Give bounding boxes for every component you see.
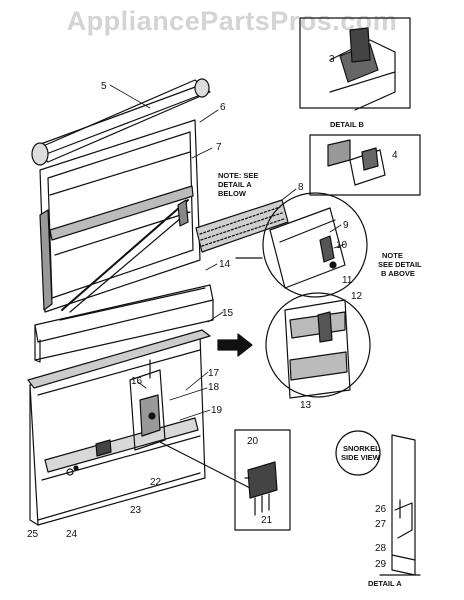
label-17: 17 [208, 368, 220, 379]
rail-assembly [35, 285, 213, 362]
label-16: 16 [131, 376, 143, 387]
label-15: 15 [222, 308, 234, 319]
leader-lines [110, 85, 345, 420]
label-25: 25 [27, 529, 39, 540]
label-28: 28 [375, 543, 387, 554]
label-29: 29 [375, 559, 387, 570]
part-labels: 5 6 7 8 3 4 9 10 11 12 13 14 15 16 17 18… [27, 54, 422, 588]
label-9: 9 [343, 220, 349, 231]
direction-arrow [218, 334, 252, 356]
detail-9-11-circle [236, 193, 367, 297]
label-3: 3 [329, 54, 335, 65]
snorkel-line1: SNORKEL [343, 444, 380, 453]
detail-b-box [300, 18, 410, 110]
label-11: 11 [342, 275, 353, 286]
snorkel-line2: SIDE VIEW [341, 453, 381, 462]
note-see-detail-b-line3: B ABOVE [381, 269, 415, 278]
detail-12-13-circle [266, 293, 370, 398]
note-see-detail-b-line1: NOTE [382, 251, 403, 260]
label-20: 20 [247, 436, 259, 447]
label-7: 7 [216, 142, 222, 153]
watermark: AppliancePartsPros.com [66, 6, 398, 36]
label-14: 14 [219, 259, 231, 270]
label-19: 19 [211, 405, 223, 416]
label-4: 4 [392, 150, 398, 161]
grille-panel [196, 200, 288, 252]
label-23: 23 [130, 505, 142, 516]
label-18: 18 [208, 382, 220, 393]
caption-detail-a: DETAIL A [368, 579, 402, 588]
label-6: 6 [220, 102, 226, 113]
label-8: 8 [298, 182, 304, 193]
label-24: 24 [66, 529, 78, 540]
label-22: 22 [150, 477, 162, 488]
label-27: 27 [375, 519, 387, 530]
detail-a-snorkel [336, 431, 420, 575]
detail-4-view [310, 135, 420, 195]
label-5: 5 [101, 81, 107, 92]
note-see-detail-a-line1: NOTE: SEE [218, 171, 258, 180]
label-10: 10 [336, 240, 348, 251]
note-see-detail-a-line2: DETAIL A [218, 180, 252, 189]
note-see-detail-a-line3: BELOW [218, 189, 247, 198]
label-21: 21 [261, 515, 273, 526]
label-13: 13 [300, 400, 312, 411]
label-12: 12 [351, 291, 363, 302]
roller-shade-assembly [32, 79, 210, 312]
label-26: 26 [375, 504, 387, 515]
note-see-detail-b-line2: SEE DETAIL [378, 260, 422, 269]
caption-detail-b: DETAIL B [330, 120, 364, 129]
lower-frame-assembly [28, 330, 250, 525]
detail-20-21-box [235, 430, 290, 530]
